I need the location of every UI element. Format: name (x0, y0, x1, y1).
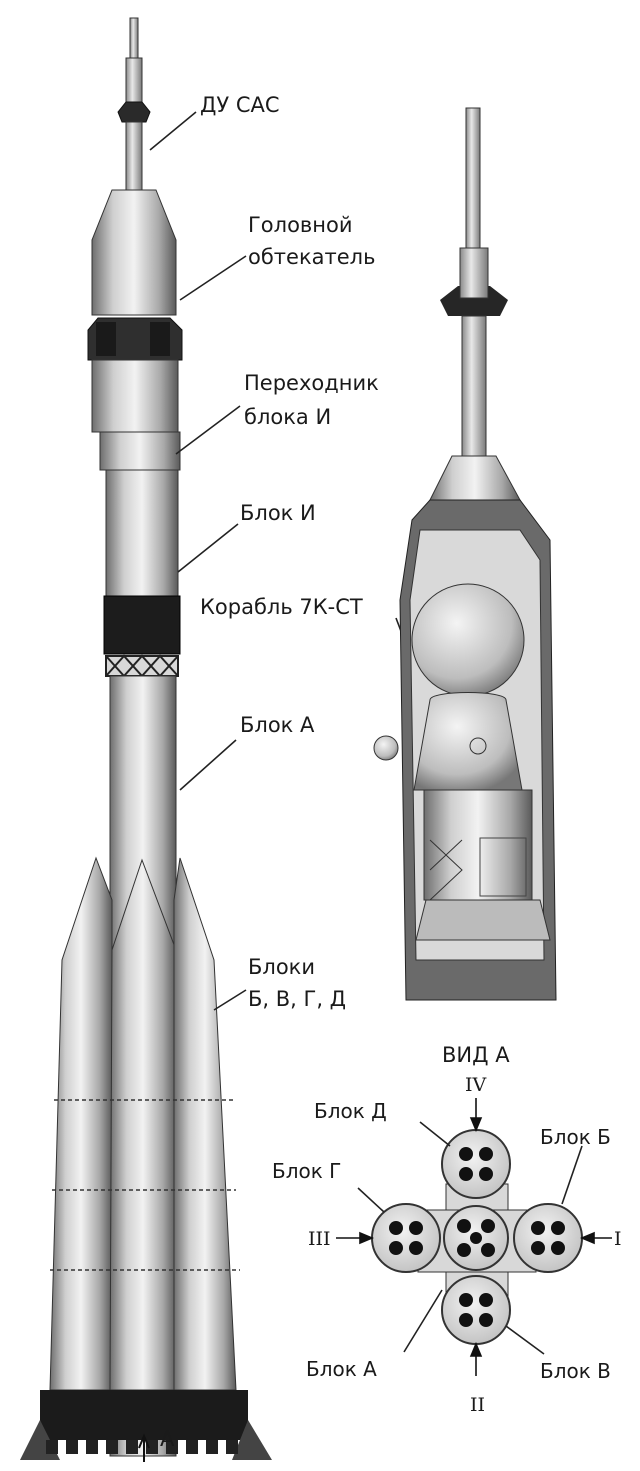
label-roman-iii: III (308, 1228, 331, 1250)
orbital-module (411, 583, 525, 697)
label-boosters-line2: Б, В, Г, Д (248, 987, 347, 1011)
label-roman-i: I (614, 1228, 622, 1250)
fairing (91, 189, 177, 316)
main-rocket (20, 17, 272, 1462)
label-roman-iv: IV (465, 1074, 487, 1096)
arrow-a (138, 1433, 150, 1462)
view-block-d (441, 1129, 511, 1199)
label-block-a: Блок А (240, 713, 315, 737)
label-block-v: Блок В (540, 1359, 611, 1383)
spacecraft-cutaway (373, 107, 557, 1001)
label-block-i: Блок И (240, 501, 316, 525)
label-block-g: Блок Г (272, 1159, 342, 1183)
view-block-g (371, 1203, 441, 1273)
label-fairing-line1: Головной (248, 213, 353, 237)
label-fairing-line2: обтекатель (248, 245, 376, 269)
service-module (423, 789, 533, 901)
label-block-a-view: Блок А (306, 1357, 377, 1381)
descent-module (413, 692, 523, 791)
les-tower (125, 57, 143, 109)
booster-right (173, 857, 237, 1391)
label-boosters-line1: Блоки (248, 955, 316, 979)
label-adapter-line2: блока И (244, 405, 332, 429)
label-spacecraft: Корабль 7К-СТ (200, 595, 363, 619)
view-a-diagram (336, 1098, 612, 1376)
view-block-v (441, 1275, 511, 1345)
label-du-sas: ДУ САС (200, 93, 280, 117)
block-i-adapter (99, 431, 181, 471)
view-block-b (513, 1203, 583, 1273)
label-roman-ii: II (470, 1394, 486, 1416)
label-view-a: ВИД А (442, 1043, 510, 1067)
label-adapter-line1: Переходник (244, 371, 379, 395)
booster-left (49, 856, 113, 1391)
les-tower-top (129, 17, 139, 59)
interstage-truss (105, 654, 179, 678)
label-arrow-a: А (160, 1427, 175, 1451)
booster-center (109, 858, 177, 1391)
engine-nozzles (46, 1440, 238, 1454)
les-nozzles (117, 101, 151, 123)
label-block-d: Блок Д (314, 1099, 387, 1123)
block-i (105, 469, 179, 597)
label-block-b: Блок Б (540, 1125, 611, 1149)
